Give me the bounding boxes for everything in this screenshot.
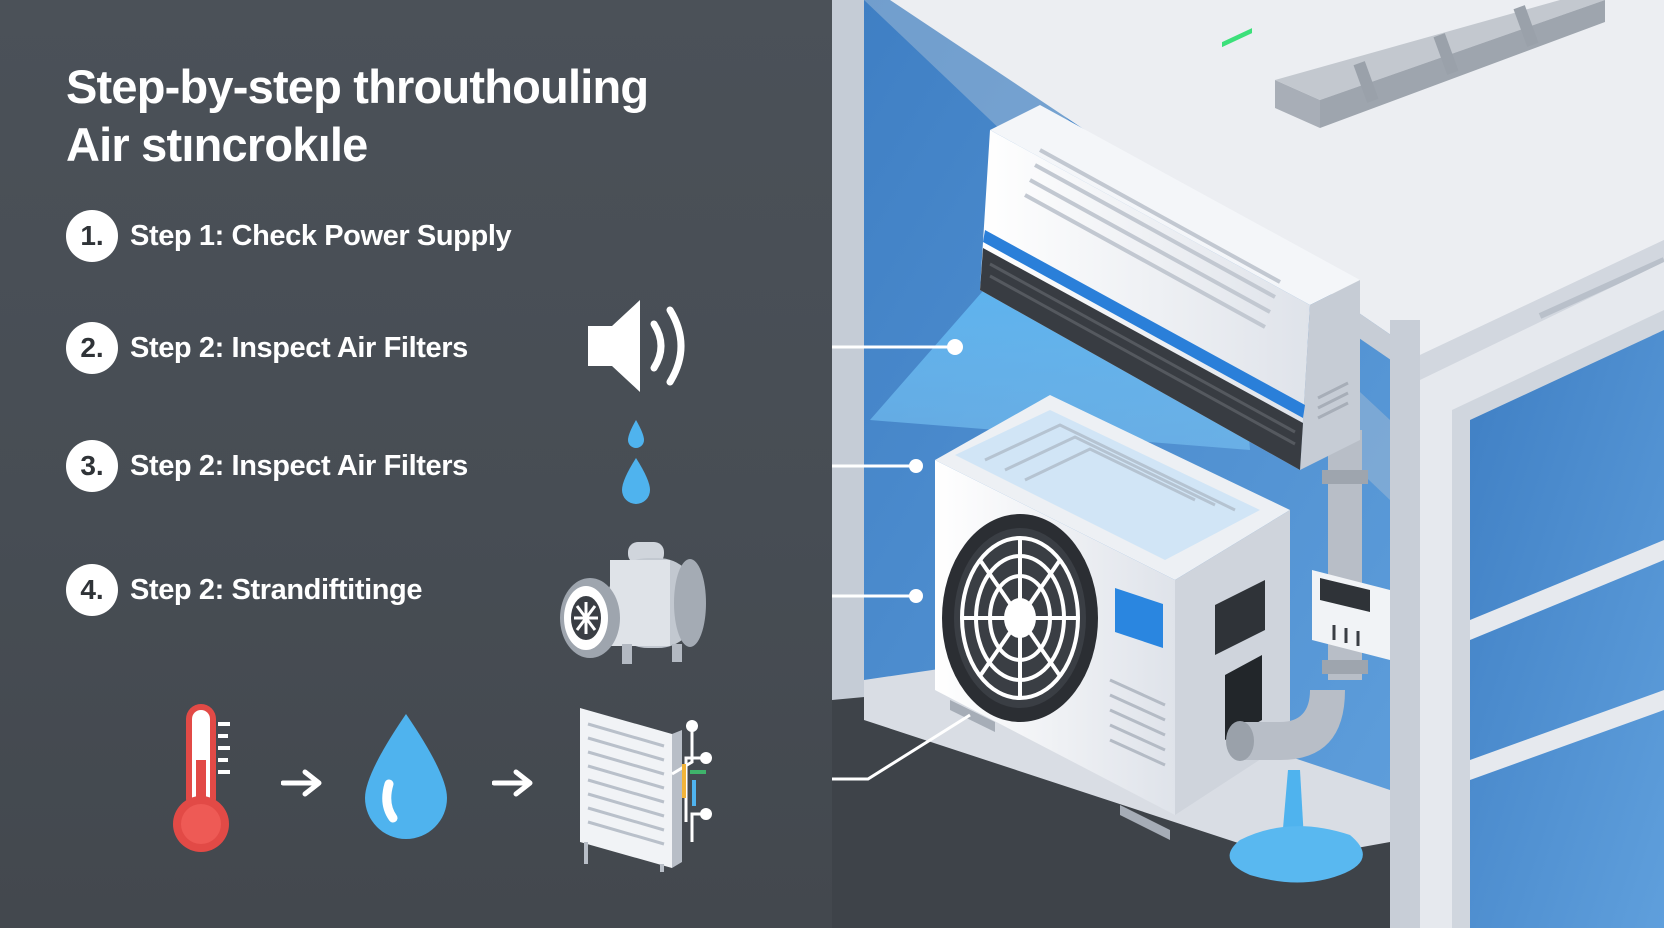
speaker-icon xyxy=(588,300,685,392)
indoor-wall-unit xyxy=(980,105,1360,470)
step-3: 3. Step 2: Inspect Air Filters xyxy=(66,439,468,493)
motor-icon xyxy=(560,542,706,664)
filter-grille-icon xyxy=(580,708,712,872)
step-3-number: 3. xyxy=(66,440,118,492)
step-3-label: Step 2: Inspect Air Filters xyxy=(130,449,468,482)
arrow-right-icon xyxy=(281,769,322,797)
ceiling xyxy=(890,0,1664,355)
thermometer-icon xyxy=(173,704,230,852)
water-drops-icon xyxy=(622,420,650,504)
step-2-number: 2. xyxy=(66,322,118,374)
step-2-label: Step 2: Inspect Air Filters xyxy=(130,331,468,364)
step-1-number: 1. xyxy=(66,210,118,262)
step-4-number: 4. xyxy=(66,564,118,616)
water-drop-icon xyxy=(365,714,447,839)
arrow-right-icon xyxy=(492,769,533,797)
step-4: 4. Step 2: Strandiftitinge xyxy=(66,563,422,617)
ceiling-pipe xyxy=(1275,0,1605,128)
step-1-label: Step 1: Check Power Supply xyxy=(130,219,512,252)
step-4-label: Step 2: Strandiftitinge xyxy=(130,573,423,606)
page-title: Step-by-step throuthouling Air stıncrokı… xyxy=(66,58,649,174)
step-1: 1. Step 1: Check Power Supply xyxy=(66,209,512,263)
title-line-1: Step-by-step throuthouling xyxy=(66,60,649,113)
outdoor-condenser xyxy=(935,28,1290,840)
drain-pipe xyxy=(1226,430,1390,883)
title-line-2: Air stıncrokıle xyxy=(66,118,368,171)
step-2: 2. Step 2: Inspect Air Filters xyxy=(66,321,468,375)
